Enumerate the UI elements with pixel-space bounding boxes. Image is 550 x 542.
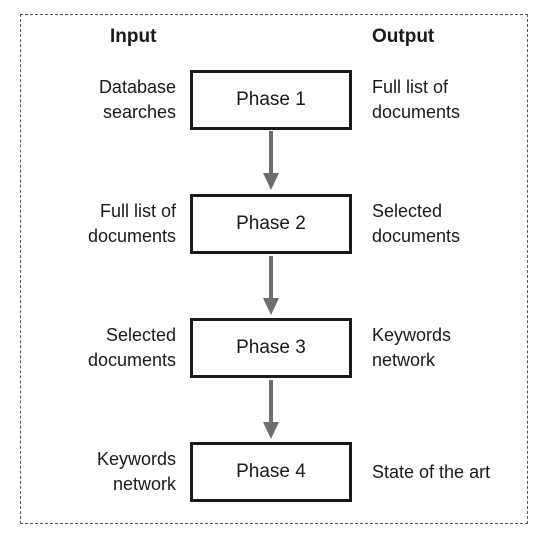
phase-3-output: Keywords network [372,323,532,373]
phase-2-input-line-1: Full list of [99,201,176,221]
phase-2-input-line-2: documents [87,226,176,246]
phase-4-label: Phase 4 [236,461,306,482]
input-column-header: Input [110,26,157,47]
phase-1-input-line-2: searches [102,102,176,122]
phase-1-label: Phase 1 [236,89,306,110]
phase-1-box: Phase 1 [190,70,352,130]
output-column-header: Output [372,26,435,47]
phase-4-box: Phase 4 [190,442,352,502]
arrow-phase2-to-phase3 [263,256,279,315]
phase-2-output-line-2: documents [372,226,461,246]
phase-3-input: Selected documents [46,323,176,373]
phase-4-output-line-1: State of the art [372,462,491,482]
phase-1-input: Database searches [46,75,176,125]
phase-3-label: Phase 3 [236,337,306,358]
phase-3-input-line-2: documents [87,350,176,370]
phase-2-output: Selected documents [372,199,532,249]
phase-3-output-line-1: Keywords [372,325,452,345]
phase-3-input-line-1: Selected [105,325,176,345]
arrow-phase1-to-phase2 [263,131,279,190]
phase-4-input-line-1: Keywords [96,449,176,469]
phase-4-output: State of the art [372,460,532,485]
phase-3-output-line-2: network [372,350,436,370]
phase-2-output-line-1: Selected [372,201,443,221]
phase-2-input: Full list of documents [46,199,176,249]
phase-1-input-line-1: Database [98,77,176,97]
phase-2-label: Phase 2 [236,213,306,234]
phase-2-box: Phase 2 [190,194,352,254]
phase-4-input: Keywords network [46,447,176,497]
phase-3-box: Phase 3 [190,318,352,378]
arrow-phase3-to-phase4 [263,380,279,439]
phase-1-output-line-2: documents [372,102,461,122]
phase-4-input-line-2: network [112,474,176,494]
diagram-frame [20,14,528,524]
phase-1-output: Full list of documents [372,75,532,125]
phase-1-output-line-1: Full list of [372,77,449,97]
